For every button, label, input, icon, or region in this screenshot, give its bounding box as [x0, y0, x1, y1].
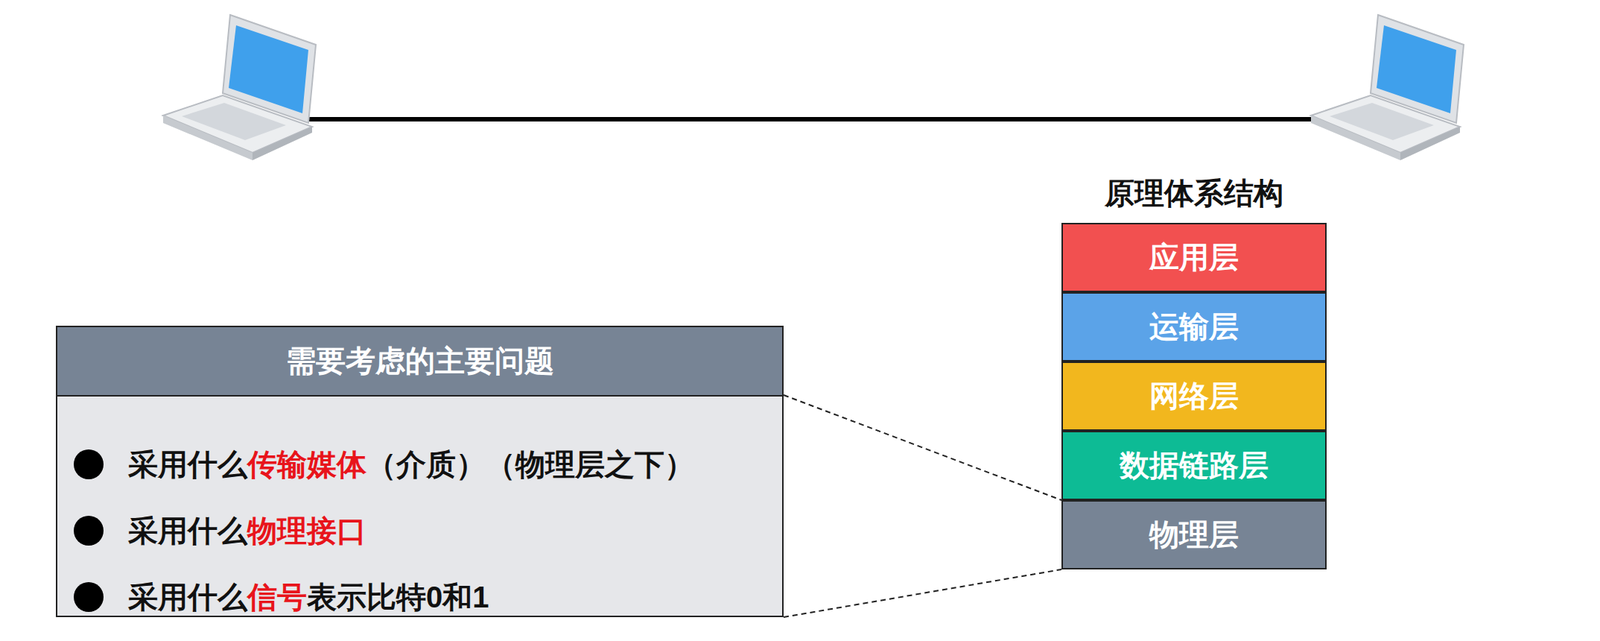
layer-name: 数据链路层	[1119, 444, 1269, 486]
stack-title: 原理体系结构	[1104, 172, 1284, 214]
table-heading: 需要考虑的主要问题	[286, 340, 555, 382]
link-cable	[306, 116, 1311, 122]
issue-item: 采用什么物理接口	[128, 504, 367, 557]
dashed-leader	[783, 394, 1062, 500]
protocol-layer: 物理层	[1061, 499, 1327, 570]
protocol-layer: 网络层	[1061, 361, 1327, 431]
bullet-dot	[73, 449, 104, 479]
layer-name: 应用层	[1149, 236, 1239, 278]
laptop-icon	[163, 14, 316, 161]
table-header: 需要考虑的主要问题	[57, 327, 783, 397]
protocol-layer: 运输层	[1061, 291, 1327, 362]
issue-item: 采用什么信号表示比特0和1	[128, 570, 490, 623]
protocol-layer: 数据链路层	[1061, 430, 1327, 500]
issues-table: 需要考虑的主要问题采用什么传输媒体（介质）（物理层之下）采用什么物理接口采用什么…	[55, 325, 784, 617]
dashed-leader	[783, 569, 1062, 617]
protocol-layer: 应用层	[1061, 222, 1327, 292]
layer-name: 网络层	[1149, 375, 1239, 417]
bullet-dot	[73, 515, 104, 546]
bullet-dot	[73, 581, 104, 612]
issue-item: 采用什么传输媒体（介质）（物理层之下）	[128, 437, 695, 491]
layer-name: 物理层	[1149, 513, 1239, 555]
laptop-icon	[1310, 14, 1464, 161]
layer-name: 运输层	[1149, 306, 1239, 348]
zoom-bracket	[783, 394, 1062, 617]
